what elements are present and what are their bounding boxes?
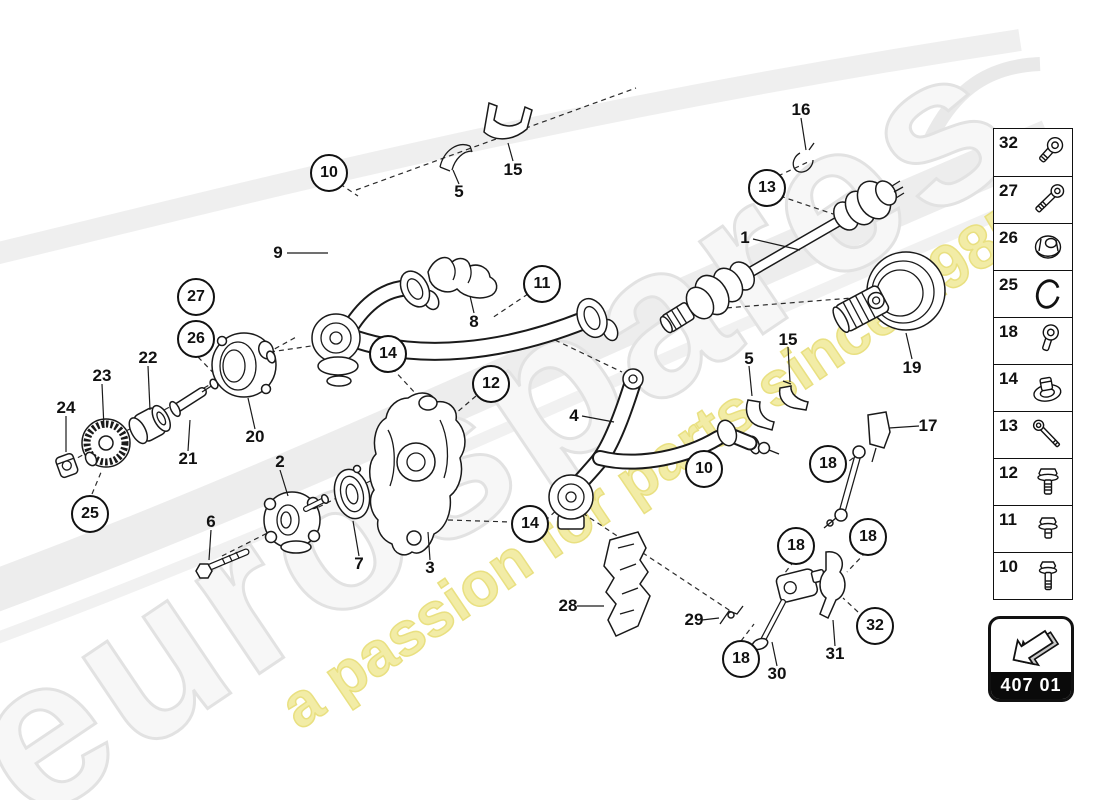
part-label-17[interactable]: 17	[918, 416, 938, 435]
legend-item-12[interactable]: 12	[994, 458, 1072, 505]
part-toothed-ring-23	[81, 418, 131, 468]
part-label-5[interactable]: 5	[744, 349, 754, 368]
legend-number: 18	[999, 322, 1018, 341]
legend-number: 11	[999, 510, 1017, 529]
back-arrow-icon	[1012, 629, 1060, 666]
callout-circled-14[interactable]: 14	[369, 335, 407, 373]
diagram-group-nav[interactable]: 407 01	[988, 616, 1074, 702]
callout-circled-11[interactable]: 11	[523, 265, 561, 303]
button-head-bolt-icon	[1023, 318, 1072, 364]
callout-circled-12[interactable]: 12	[472, 365, 510, 403]
callout-circled-18[interactable]: 18	[722, 640, 760, 678]
part-joint-22	[128, 404, 172, 445]
part-bracket-15-upper	[483, 101, 533, 140]
callout-circled-18[interactable]: 18	[777, 527, 815, 565]
part-label-2[interactable]: 2	[275, 452, 285, 471]
part-label-5[interactable]: 5	[454, 182, 464, 201]
retainer-cap-icon	[1023, 365, 1072, 411]
part-level-sensor-30	[743, 568, 826, 657]
part-label-6[interactable]: 6	[206, 512, 216, 531]
legend-sidebar: 32 27 26 25 18 14 13 12 11 10	[993, 128, 1073, 600]
legend-item-26[interactable]: 26	[994, 223, 1072, 270]
callout-circled-10[interactable]: 10	[685, 450, 723, 488]
part-clip-29	[719, 605, 744, 625]
flange-bolt-icon	[1023, 459, 1072, 505]
legend-item-14[interactable]: 14	[994, 364, 1072, 411]
callout-circled-27[interactable]: 27	[177, 278, 215, 316]
legend-item-25[interactable]: 25	[994, 270, 1072, 317]
legend-item-18[interactable]: 18	[994, 317, 1072, 364]
legend-number: 26	[999, 228, 1018, 247]
part-label-24[interactable]: 24	[56, 398, 76, 417]
long-stud-icon	[1023, 412, 1072, 458]
part-label-1[interactable]: 1	[740, 228, 750, 247]
callout-circled-18[interactable]: 18	[809, 445, 847, 483]
part-label-16[interactable]: 16	[791, 100, 811, 119]
callout-circled-26[interactable]: 26	[177, 320, 215, 358]
part-label-22[interactable]: 22	[138, 348, 158, 367]
part-label-30[interactable]: 30	[767, 664, 787, 683]
part-label-29[interactable]: 29	[684, 610, 704, 629]
legend-number: 14	[999, 369, 1018, 388]
part-bracket-5-lower	[745, 399, 775, 431]
part-clip-16	[792, 142, 815, 173]
socket-head-bolt-icon	[1023, 129, 1072, 176]
part-hub-flange-19	[832, 251, 946, 334]
part-hub-20	[211, 332, 277, 398]
part-label-20[interactable]: 20	[245, 427, 265, 446]
part-bracket-17	[867, 411, 891, 463]
part-label-15[interactable]: 15	[778, 330, 798, 349]
part-label-8[interactable]: 8	[469, 312, 479, 331]
part-label-23[interactable]: 23	[92, 366, 112, 385]
part-stub-shaft-21	[169, 378, 219, 418]
part-wheel-hub-2	[263, 491, 330, 554]
part-bearing-7	[333, 464, 371, 520]
part-lower-control-arm	[548, 368, 780, 530]
part-label-21[interactable]: 21	[178, 449, 198, 468]
part-label-9[interactable]: 9	[273, 243, 283, 262]
flange-bolt-short-icon	[1023, 506, 1072, 552]
part-knuckle-3	[369, 392, 466, 556]
legend-item-10[interactable]: 10	[994, 552, 1072, 599]
flange-bolt-long-icon	[1023, 553, 1072, 599]
legend-number: 27	[999, 181, 1018, 200]
snap-ring-icon	[1023, 271, 1072, 317]
diagram-code: 407 01	[991, 672, 1071, 699]
legend-number: 32	[999, 133, 1018, 152]
part-heat-shield-28	[603, 531, 651, 637]
part-bracket-5-upper	[439, 144, 473, 172]
leader-lines	[65, 117, 920, 667]
part-bracket-15-lower	[778, 380, 809, 411]
legend-item-13[interactable]: 13	[994, 411, 1072, 458]
part-bracket-8	[427, 256, 498, 299]
part-label-4[interactable]: 4	[569, 406, 579, 425]
callout-circled-10[interactable]: 10	[310, 154, 348, 192]
callout-circled-32[interactable]: 32	[856, 607, 894, 645]
legend-item-32[interactable]: 32	[994, 129, 1072, 176]
callout-circled-13[interactable]: 13	[748, 169, 786, 207]
legend-number: 12	[999, 463, 1018, 482]
callout-circled-25[interactable]: 25	[71, 495, 109, 533]
legend-item-27[interactable]: 27	[994, 176, 1072, 223]
callout-circled-14[interactable]: 14	[511, 505, 549, 543]
legend-number: 25	[999, 275, 1018, 294]
part-label-31[interactable]: 31	[825, 644, 845, 663]
part-label-3[interactable]: 3	[425, 558, 435, 577]
legend-number: 10	[999, 557, 1018, 576]
part-nut-24	[55, 452, 79, 479]
part-bracket-31	[819, 551, 846, 620]
part-drive-shaft	[659, 180, 905, 334]
part-sensor-link-18	[823, 445, 866, 529]
legend-number: 13	[999, 416, 1018, 435]
dome-nut-icon	[1023, 224, 1072, 270]
part-label-15[interactable]: 15	[503, 160, 523, 179]
part-bolt-6	[195, 548, 250, 579]
legend-item-11[interactable]: 11	[994, 505, 1072, 552]
part-label-28[interactable]: 28	[558, 596, 578, 615]
long-socket-bolt-icon	[1023, 177, 1072, 223]
part-label-19[interactable]: 19	[902, 358, 922, 377]
callout-circled-18[interactable]: 18	[849, 518, 887, 556]
part-label-7[interactable]: 7	[354, 554, 364, 573]
